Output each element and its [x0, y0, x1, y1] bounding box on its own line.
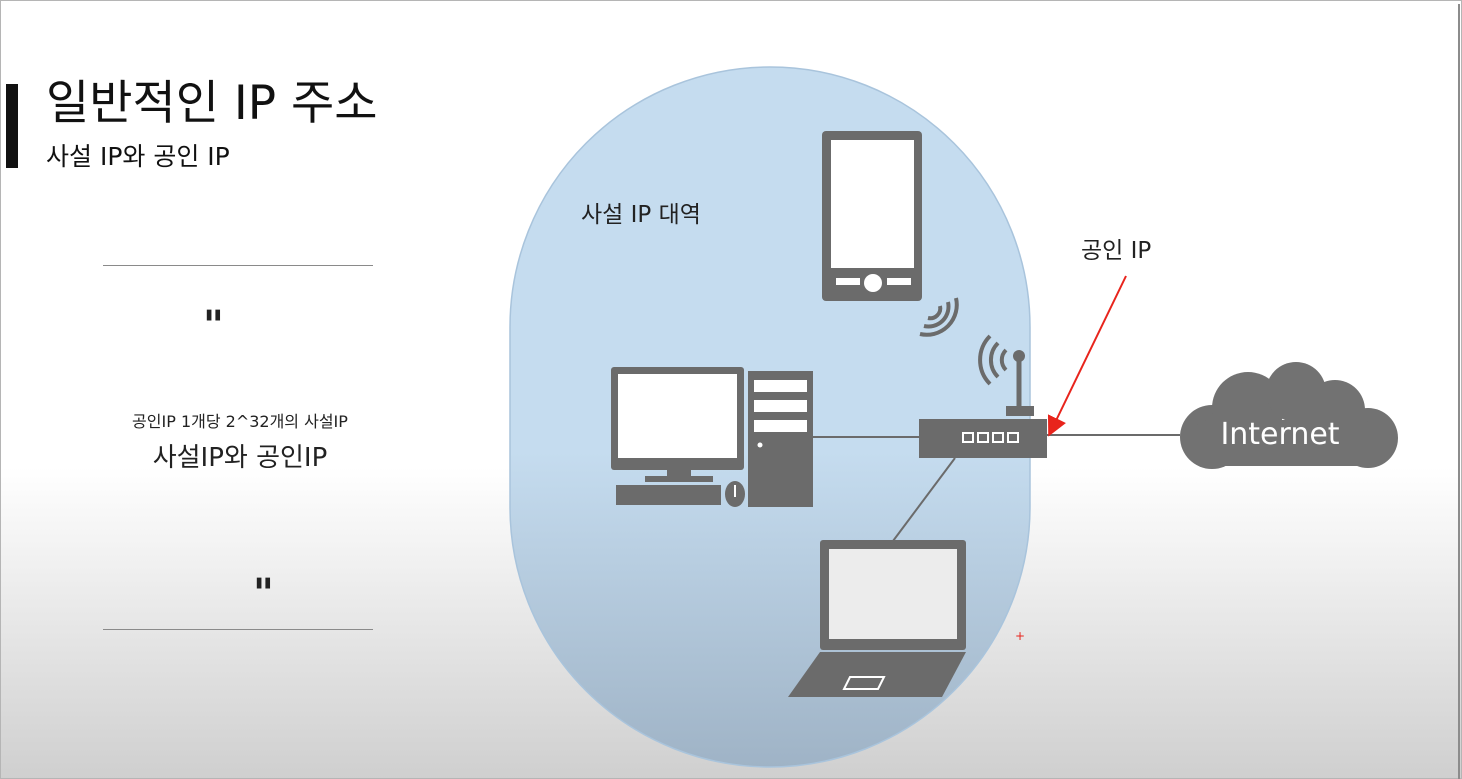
- quote-bottom-rule: [103, 629, 373, 630]
- internet-label: Internet: [1220, 417, 1339, 452]
- smartphone-icon: [822, 131, 922, 301]
- phone-wifi-signal-icon: [919, 297, 959, 337]
- page-title: 일반적인 IP 주소: [46, 76, 378, 131]
- laptop-icon: [788, 540, 966, 697]
- quote-open-mark: ": [203, 303, 224, 349]
- quote-top-rule: [103, 265, 373, 266]
- title-accent-bar: [6, 84, 18, 168]
- slide-edge: [1458, 4, 1460, 779]
- quote-line-1: 공인IP 1개당 2^32개의 사설IP: [132, 412, 348, 431]
- public-ip-label: 공인 IP: [1081, 238, 1151, 264]
- router-wifi-signal-icon: [978, 334, 1008, 386]
- internet-cloud-icon: [1180, 362, 1398, 469]
- quote-close-mark: ": [253, 571, 274, 617]
- desktop-computer-icon: [611, 367, 813, 507]
- page-subtitle: 사설 IP와 공인 IP: [46, 142, 230, 171]
- public-ip-arrow: [1047, 275, 1127, 437]
- private-range-label: 사설 IP 대역: [581, 202, 701, 228]
- laptop-link: [892, 457, 956, 542]
- router-icon: [919, 350, 1047, 458]
- quote-line-2: 사설IP와 공인IP: [152, 443, 328, 473]
- red-plus-marker: +: [1015, 629, 1025, 643]
